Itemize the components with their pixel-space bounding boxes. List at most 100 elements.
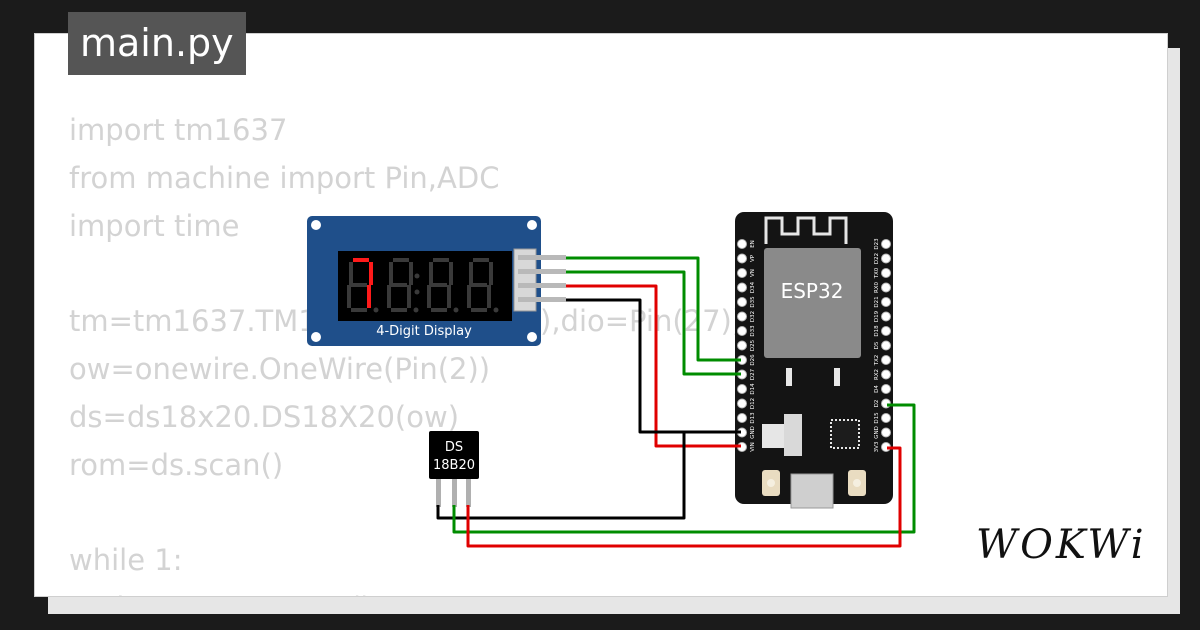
pin-label: EN (750, 240, 756, 248)
digit-segment (349, 262, 353, 285)
digit-segment (351, 308, 367, 312)
digit-segment (449, 262, 453, 285)
pin-hole-icon[interactable] (737, 413, 747, 423)
digit-segment (369, 262, 373, 285)
digit-segment (393, 258, 409, 262)
code-line: while 1: (69, 543, 183, 578)
digit-segment (367, 285, 371, 308)
digit-segment (429, 262, 433, 285)
wire-dio (566, 270, 741, 376)
pin-label: D18 (874, 325, 880, 337)
digit-segment (471, 308, 487, 312)
pin-label: D25 (750, 339, 756, 351)
code-line: import tm1637 (69, 113, 288, 147)
mount-hole-icon (311, 220, 321, 230)
display-label: 4-Digit Display (376, 324, 472, 339)
pin-hole-icon[interactable] (737, 311, 747, 322)
pin-label: D12 (750, 398, 756, 409)
esp32-chip (764, 248, 861, 358)
display-colon (414, 289, 420, 295)
digit-segment (409, 262, 413, 285)
pin-label: D5 (874, 341, 880, 349)
pin-hole-icon[interactable] (881, 326, 891, 336)
sensor-pin-dq[interactable] (452, 479, 457, 507)
pin-label: D34 (750, 281, 756, 293)
pin-hole-icon[interactable] (737, 282, 747, 293)
digit-segment (391, 308, 407, 312)
pin-label: D19 (874, 310, 880, 322)
sensor-pin-gnd[interactable] (436, 479, 441, 507)
wokwi-logo: WOKWi (976, 522, 1147, 568)
digit-segment (427, 285, 431, 308)
pin-hole-icon[interactable] (881, 282, 891, 293)
pin-hole-icon[interactable] (881, 384, 891, 394)
pin-label: D14 (750, 383, 756, 395)
pin-hole-icon[interactable] (881, 369, 891, 380)
digit-segment (389, 262, 393, 285)
code-line: ds.convert_temp() (69, 585, 743, 596)
pin-hole-icon[interactable] (881, 340, 891, 351)
pin-hole-icon[interactable] (881, 253, 891, 264)
pin-label: D33 (750, 325, 756, 337)
code-line: ow=onewire.OneWire(Pin(2)) (69, 351, 491, 386)
mount-hole-icon (311, 332, 321, 342)
pin-hole-icon[interactable] (737, 398, 747, 409)
display-digit (427, 258, 459, 313)
pin-hole-icon[interactable] (737, 340, 747, 351)
pin-hole-icon[interactable] (881, 355, 891, 365)
pin-hole-icon[interactable] (881, 268, 891, 278)
tab-main-py[interactable]: main.py (68, 12, 246, 75)
pin-label: RX0 (874, 281, 880, 293)
display-pins[interactable] (518, 255, 566, 302)
display-digit (387, 258, 419, 313)
pin-label: D26 (750, 354, 756, 366)
usb-chip (830, 419, 860, 449)
pin-hole-icon[interactable] (881, 413, 891, 423)
sensor-pin-vdd[interactable] (466, 479, 471, 507)
four-digit-display[interactable]: 4-Digit Display (307, 216, 566, 346)
pin-hole-icon[interactable] (881, 427, 891, 438)
code-line: ds=ds18x20.DS18X20(ow) (69, 399, 460, 434)
wire-vcc (566, 284, 741, 448)
digit-dot (493, 307, 499, 313)
pin-hole-icon[interactable] (881, 297, 891, 307)
digit-segment (407, 285, 411, 308)
digit-segment (433, 258, 449, 262)
wire-clk (566, 256, 741, 362)
code-line: from machine import Pin,ADC (69, 160, 500, 195)
esp32-board[interactable]: ESP32 ENVPVND34D35D32D33D25D26D27D14D12D… (735, 212, 893, 509)
pin-label: D4 (874, 385, 880, 393)
pin-hole-icon[interactable] (737, 253, 747, 264)
wires[interactable] (436, 256, 916, 548)
pin-label: 3V3 (874, 441, 880, 452)
digit-segment (489, 262, 493, 285)
pin-hole-icon[interactable] (737, 297, 747, 307)
pin-hole-icon[interactable] (881, 239, 891, 249)
esp32-pins[interactable]: ENVPVND34D35D32D33D25D26D27D14D12D13GNDV… (737, 238, 891, 453)
pin-hole-icon[interactable] (737, 384, 747, 394)
ds18b20-sensor[interactable]: DS 18B20 (429, 431, 479, 507)
display-digit (347, 258, 379, 313)
pin-label: VN (750, 269, 756, 277)
wire-vdd-sensor (466, 446, 902, 548)
pin-hole-icon[interactable] (737, 326, 747, 336)
display-digit (467, 258, 499, 313)
pin-label: TX0 (874, 267, 880, 279)
code-editor[interactable]: import tm1637 from machine import Pin,ADC… (69, 107, 743, 596)
pin-hole-icon[interactable] (737, 239, 747, 249)
pin-label: VIN (750, 442, 756, 452)
digit-dot (373, 307, 379, 313)
pin-hole-icon[interactable] (881, 311, 891, 322)
pin-label: D15 (874, 412, 880, 424)
code-line: rom=ds.scan() (69, 447, 284, 482)
pin-label: VP (750, 254, 756, 262)
digit-segment (391, 283, 407, 287)
pin-label: D23 (874, 238, 880, 250)
mount-hole-icon (527, 332, 537, 342)
pin-label: D27 (750, 368, 756, 380)
digit-dot (413, 307, 419, 313)
antenna-icon (764, 216, 848, 244)
pin-hole-icon[interactable] (737, 268, 747, 278)
display-header (513, 248, 537, 312)
